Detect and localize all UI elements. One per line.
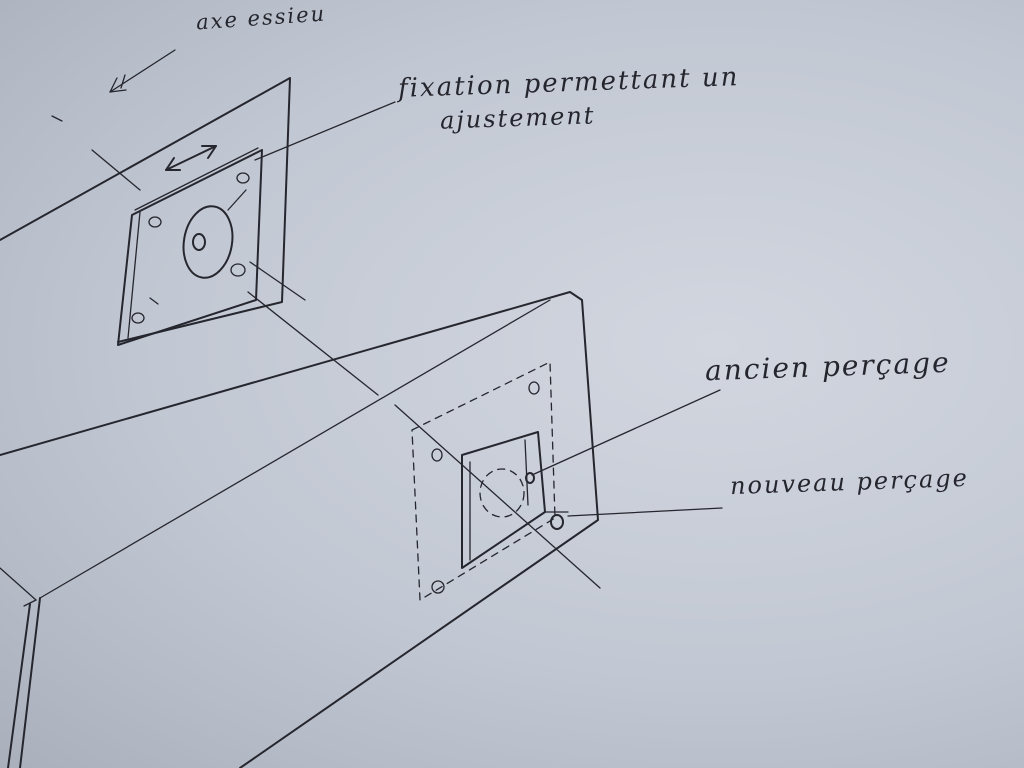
perspective-lines bbox=[0, 291, 601, 601]
lower-wall bbox=[0, 291, 599, 768]
axle-center-line bbox=[51, 115, 306, 301]
new-drilling-leader bbox=[567, 507, 723, 517]
axle-axis-arrow bbox=[109, 49, 176, 93]
fixation-plate bbox=[117, 147, 263, 346]
upper-wall bbox=[0, 77, 291, 343]
fixation-leader bbox=[254, 101, 396, 161]
drilling-holes bbox=[525, 472, 569, 530]
mounting-outline bbox=[411, 361, 556, 601]
bracket-cutout bbox=[461, 431, 546, 569]
fixation-label-line2: ajustement bbox=[439, 101, 596, 135]
adjustment-arrow bbox=[165, 145, 217, 171]
old-drilling-leader bbox=[531, 389, 721, 476]
